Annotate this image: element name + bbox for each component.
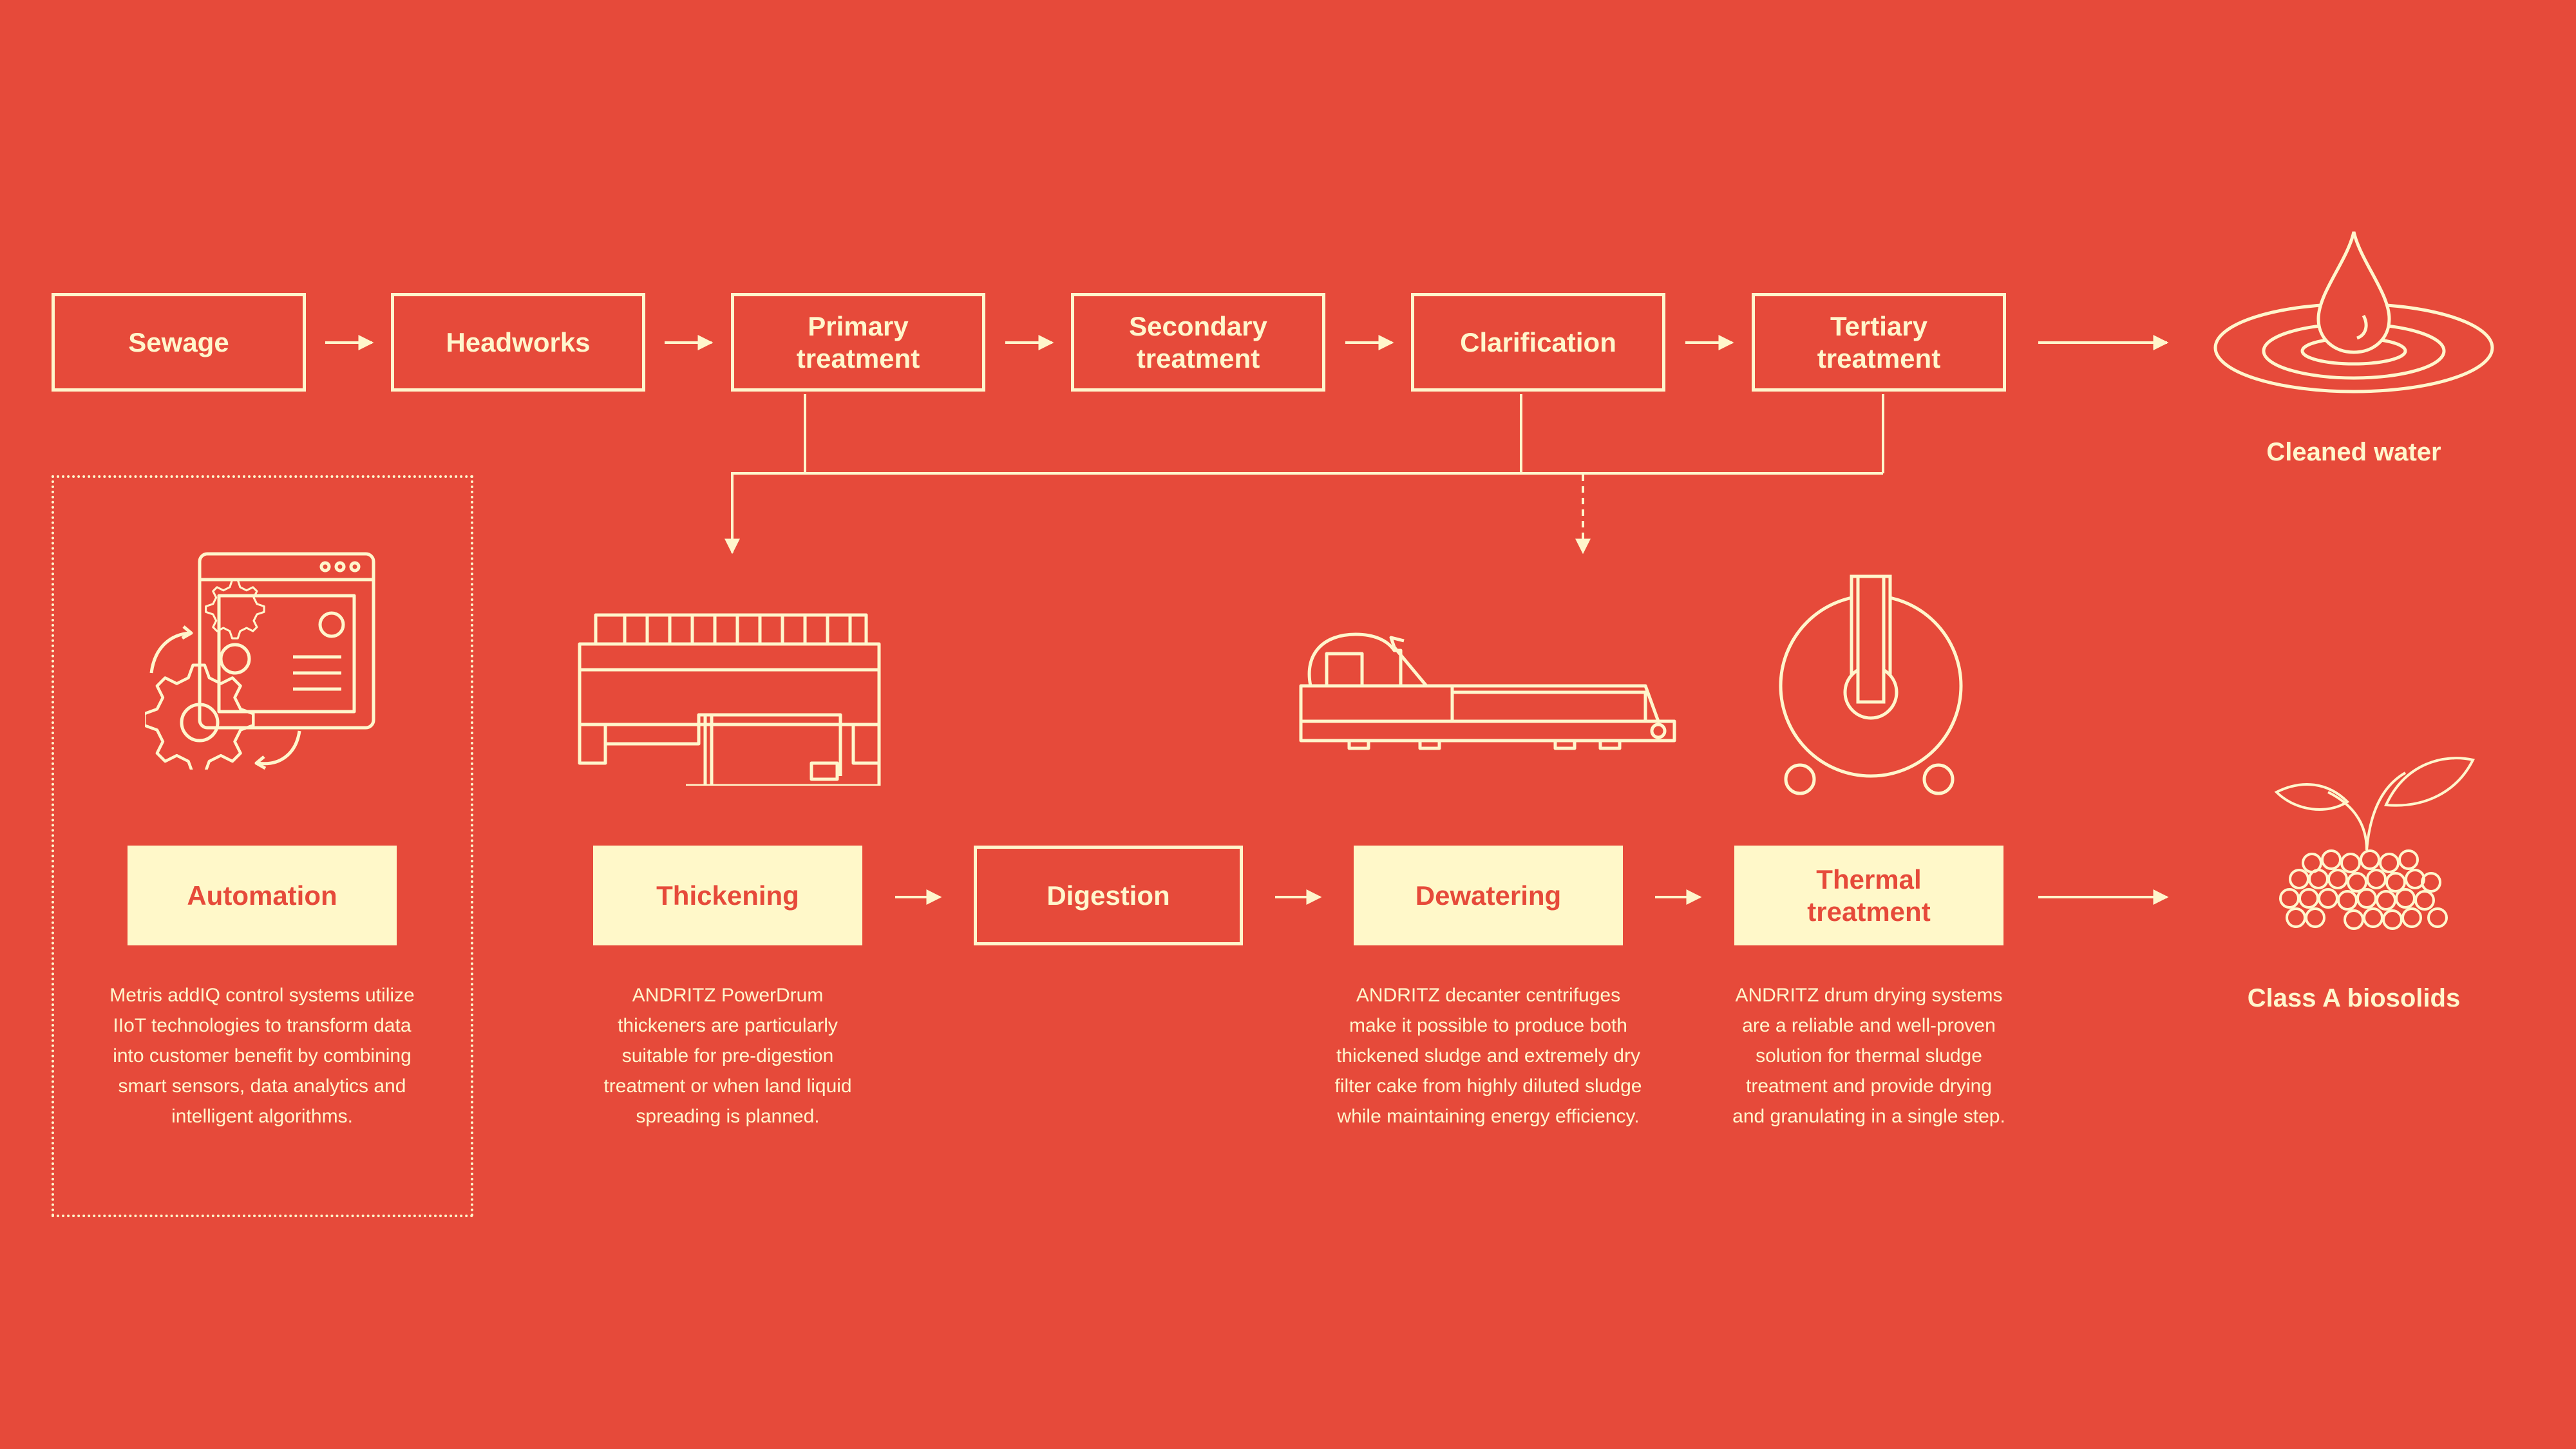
automation-gears-icon [145, 552, 375, 770]
step-thickening: Thickening [593, 846, 862, 945]
thickening-description: ANDRITZ PowerDrum thickeners are particu… [603, 985, 852, 1127]
step-tertiary-treatment: Tertiary treatment [1752, 293, 2006, 392]
automation-frame [52, 475, 473, 1217]
step-thermal-treatment: Thermal treatment [1734, 846, 2003, 945]
automation-description: Metris addIQ control systems utilize IIo… [109, 985, 415, 1127]
water-drop-icon [2213, 231, 2494, 393]
step-clarification: Clarification [1411, 293, 1665, 392]
cleaned-water-label: Cleaned water [2266, 438, 2441, 466]
thermal-description: ANDRITZ drum drying systems are a reliab… [1732, 985, 2005, 1127]
decanter-centrifuge-icon [1299, 632, 1676, 750]
drum-dryer-icon [1779, 574, 1963, 795]
biosolids-pellets-icon [2274, 757, 2475, 930]
step-automation: Automation [128, 846, 397, 945]
step-primary-treatment: Primary treatment [731, 293, 985, 392]
step-digestion: Digestion [974, 846, 1243, 945]
step-headworks: Headworks [391, 293, 645, 392]
step-secondary-treatment: Secondary treatment [1071, 293, 1325, 392]
dewatering-description: ANDRITZ decanter centrifuges make it pos… [1334, 985, 1642, 1127]
drum-thickener-icon [578, 613, 881, 786]
step-dewatering: Dewatering [1354, 846, 1623, 945]
class-a-biosolids-label: Class A biosolids [2247, 984, 2461, 1012]
step-sewage: Sewage [52, 293, 306, 392]
